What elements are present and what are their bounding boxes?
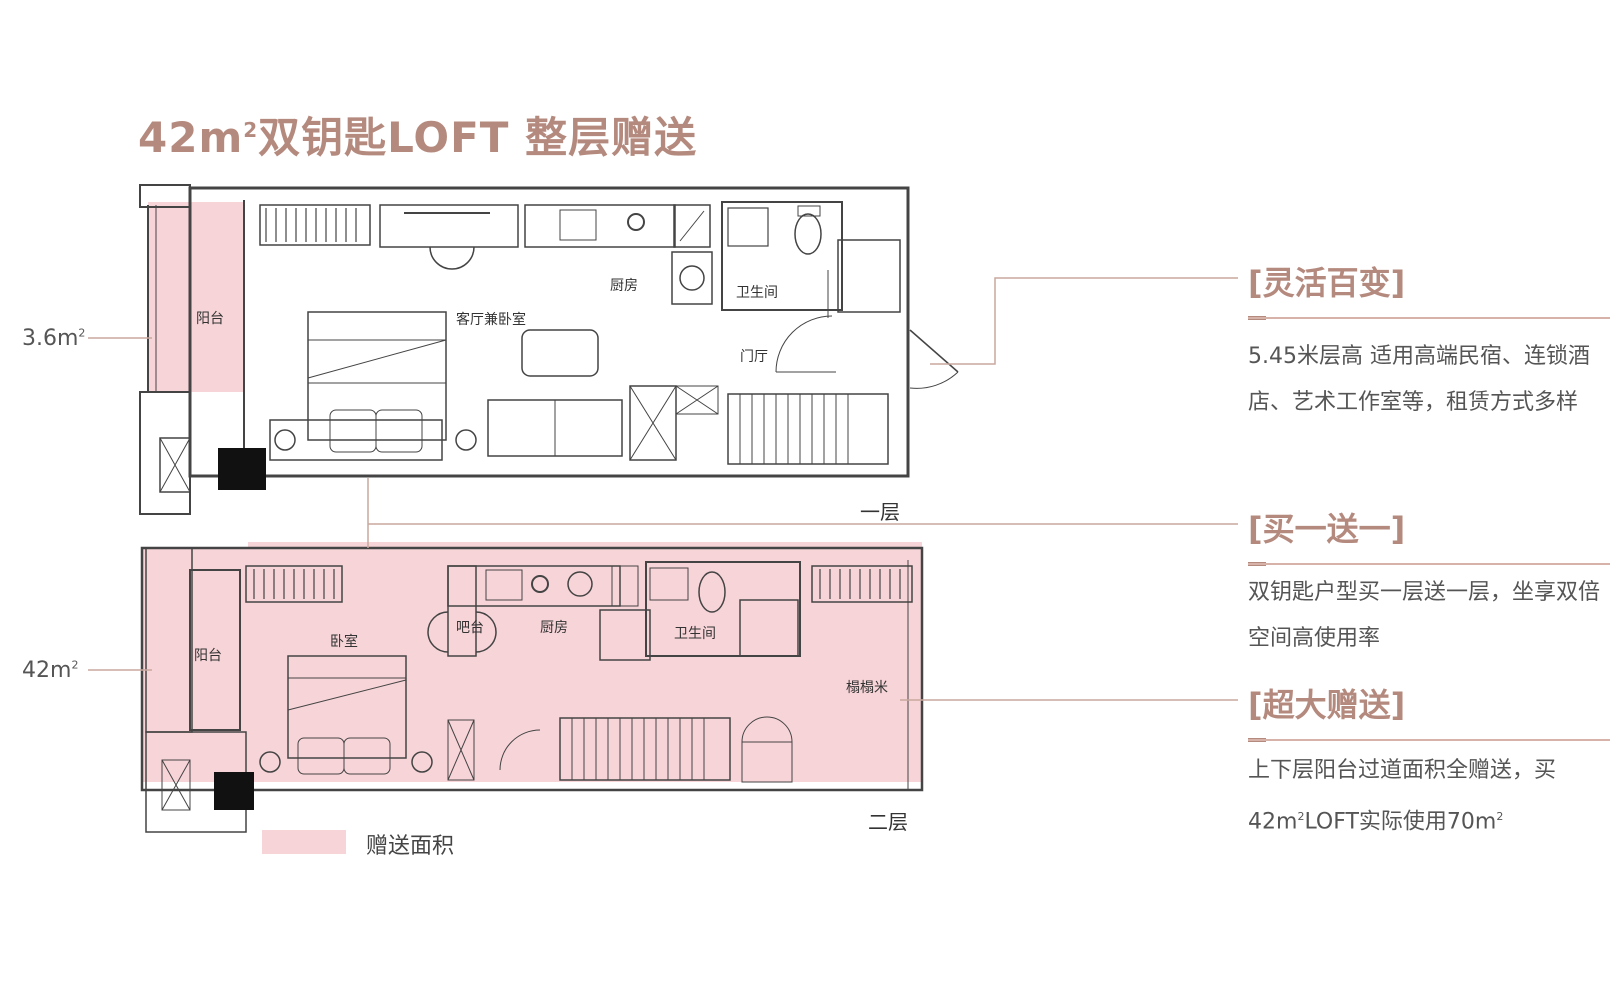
floor-label-second: 二层 bbox=[868, 810, 908, 834]
room-label-2f-bedroom: 卧室 bbox=[330, 633, 358, 650]
bed-1f bbox=[307, 311, 447, 441]
room-label-2f-bar: 吧台 bbox=[456, 620, 484, 636]
page-title: 42m2双钥匙LOFT 整层赠送 bbox=[138, 113, 698, 162]
first-floor-plan: 阳台 客厅兼卧室 厨房 卫生间 门厅 bbox=[139, 184, 959, 515]
room-label-2f-bath: 卫生间 bbox=[674, 626, 716, 642]
bed-2f bbox=[287, 655, 407, 759]
area-label-first-floor: 3.6m2 bbox=[22, 326, 86, 351]
feature-rule bbox=[1248, 739, 1610, 741]
room-label-1f-kitchen: 厨房 bbox=[610, 278, 638, 294]
second-floor-plan: 阳台 卧室 吧台 厨房 卫生间 榻榻米 bbox=[140, 542, 924, 833]
room-label-1f-foyer: 门厅 bbox=[740, 349, 768, 365]
room-label-1f-balcony: 阳台 bbox=[196, 311, 224, 327]
room-label-2f-kitchen: 厨房 bbox=[540, 620, 568, 636]
first-floor-balcony-area bbox=[148, 202, 244, 392]
feature-text-gift: 上下层阳台过道面积全赠送，买42m2LOFT实际使用70m2 bbox=[1248, 758, 1557, 835]
room-label-1f-bath: 卫生间 bbox=[736, 285, 778, 301]
feature-rule bbox=[1248, 563, 1610, 565]
feature-rule bbox=[1248, 317, 1610, 319]
first-floor-outer-wall bbox=[188, 186, 910, 478]
second-floor-outer-wall bbox=[140, 546, 924, 792]
area-label-second-floor: 42m2 bbox=[22, 658, 79, 683]
room-label-1f-living: 客厅兼卧室 bbox=[456, 311, 526, 328]
feature-text-flexible: 5.45米层高 适用高端民宿、连锁酒店、艺术工作室等，租赁方式多样 bbox=[1248, 344, 1590, 415]
leader-lines bbox=[88, 277, 1238, 701]
feature-heading-flexible: [灵活百变] bbox=[1248, 264, 1406, 302]
room-label-2f-tatami: 榻榻米 bbox=[846, 680, 888, 696]
legend-swatch bbox=[262, 830, 346, 854]
room-label-2f-balcony: 阳台 bbox=[194, 648, 222, 664]
legend-label: 赠送面积 bbox=[366, 834, 455, 859]
feature-heading-gift: [超大赠送] bbox=[1248, 686, 1406, 724]
floor-label-first: 一层 bbox=[860, 500, 900, 524]
feature-text-bogo: 双钥匙户型买一层送一层，坐享双倍空间高使用率 bbox=[1248, 580, 1601, 651]
feature-heading-bogo: [买一送一] bbox=[1248, 510, 1406, 548]
